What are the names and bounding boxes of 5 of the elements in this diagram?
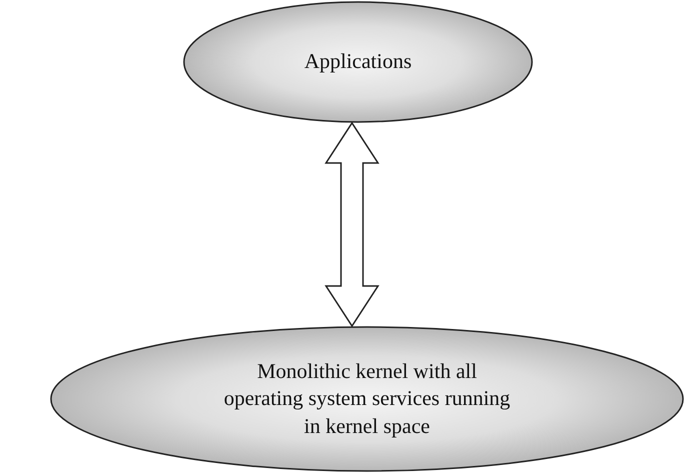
node-label: Monolithic kernel with all operating system services running in kernel space <box>222 358 512 440</box>
ellipse-node <box>50 326 684 472</box>
node-label: Applications <box>304 48 412 76</box>
ellipse-node <box>183 1 533 123</box>
double-block-arrow <box>324 122 380 328</box>
